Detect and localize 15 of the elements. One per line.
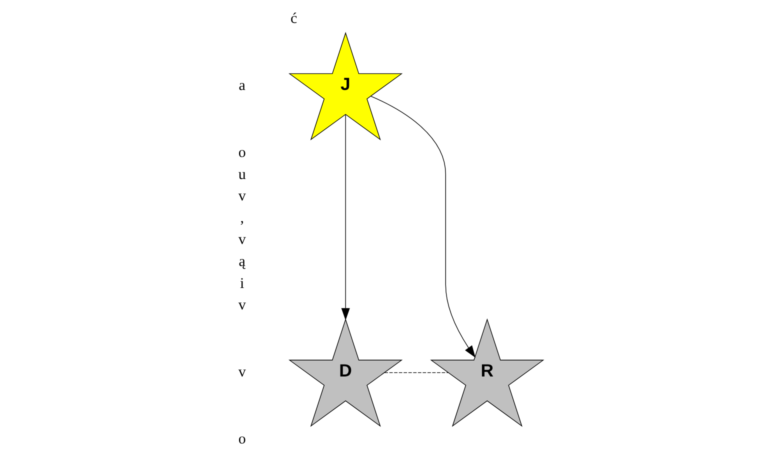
connector [384, 372, 449, 374]
label: o [238, 431, 246, 448]
label: , [240, 210, 244, 226]
arrow [370, 96, 476, 358]
label: v [238, 364, 246, 381]
arrow [341, 114, 350, 320]
label: a [238, 78, 246, 94]
label: u [238, 166, 246, 183]
label: ą [238, 254, 246, 270]
label: v [238, 298, 246, 314]
label: v [238, 188, 246, 205]
label: i [240, 276, 244, 292]
label: ć [290, 11, 298, 28]
label: o [238, 145, 246, 162]
label: v [238, 232, 246, 248]
